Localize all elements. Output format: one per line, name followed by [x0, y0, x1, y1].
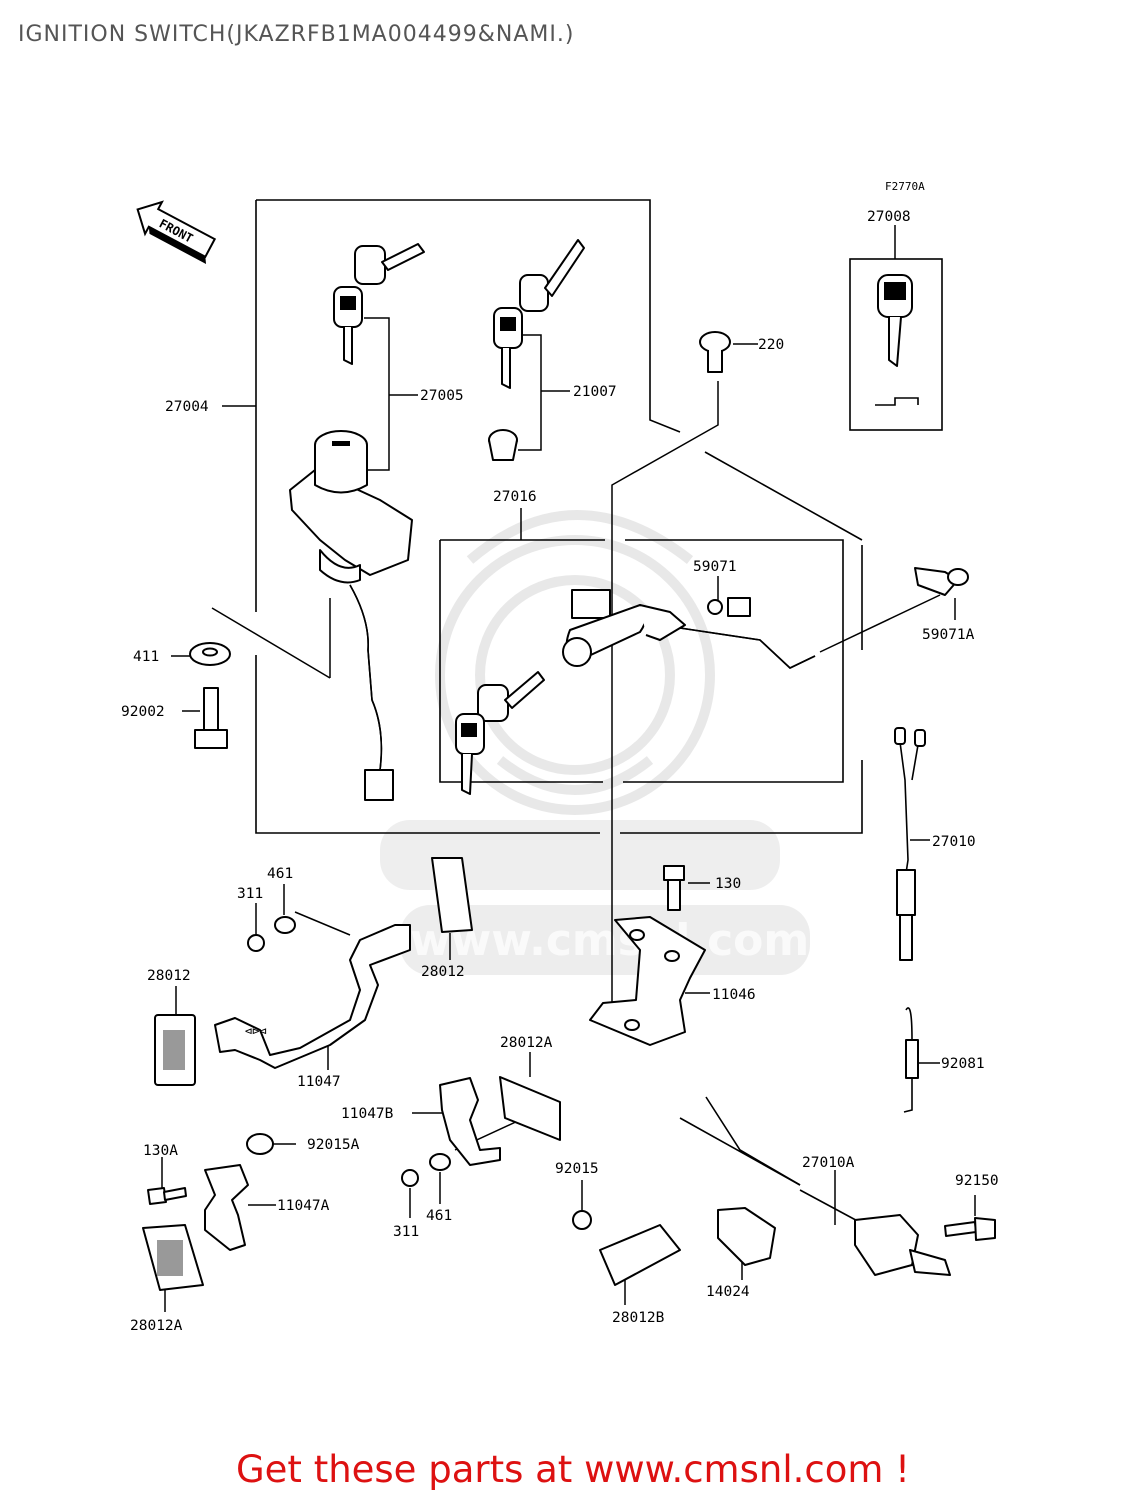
- seat-lock-27016: [562, 589, 816, 669]
- figure-code: F2770A: [885, 180, 925, 193]
- callout-11047B: 11047B: [341, 1106, 394, 1122]
- front-arrow-icon: FRONT: [136, 200, 217, 264]
- bracket-11047A: [204, 1164, 249, 1251]
- callout-92015A: 92015A: [307, 1137, 360, 1153]
- callout-11046: 11046: [712, 987, 756, 1003]
- callout-130: 130: [715, 876, 741, 892]
- washer-461-bottom: [429, 1153, 451, 1171]
- switch-27010: [894, 727, 926, 961]
- screw-220: [699, 331, 731, 373]
- bracket-mark: ⊲⊳⊲: [245, 1024, 267, 1038]
- key-set-27005: [333, 243, 425, 365]
- key-set-21007: [493, 239, 585, 389]
- reflector-28012A-bottom: [142, 1224, 204, 1291]
- switch-27010A: [679, 1096, 951, 1276]
- footer-cta-link[interactable]: Get these parts at www.cmsnl.com !: [235, 1448, 910, 1491]
- callout-92015: 92015: [555, 1161, 599, 1177]
- washer-92015A: [246, 1133, 274, 1155]
- callout-14024: 14024: [706, 1284, 750, 1300]
- callout-28012-left: 28012: [147, 968, 191, 984]
- callout-21007: 21007: [573, 384, 617, 400]
- callout-27010: 27010: [932, 834, 976, 850]
- callout-411: 411: [133, 649, 159, 665]
- spare-key-27008: [875, 274, 919, 406]
- callout-59071A: 59071A: [922, 627, 975, 643]
- callout-92150: 92150: [955, 1173, 999, 1189]
- bracket-11047: ⊲⊳⊲: [214, 924, 411, 1069]
- washer-461-top: [274, 916, 296, 934]
- frame-27016: [439, 539, 844, 783]
- relay-14024: [717, 1207, 776, 1266]
- callout-27016: 27016: [493, 489, 537, 505]
- reflector-28012-top: [431, 857, 473, 933]
- lock-cylinder-21007: [488, 429, 518, 461]
- callout-220: 220: [758, 337, 784, 353]
- washer-411: [189, 642, 231, 666]
- nut-311-bottom: [401, 1169, 419, 1187]
- callout-28012A-bottom: 28012A: [130, 1318, 183, 1334]
- callout-27004: 27004: [165, 399, 209, 415]
- callout-59071: 59071: [693, 559, 737, 575]
- callout-27008: 27008: [867, 209, 911, 225]
- cap-59071A: [914, 567, 969, 596]
- callout-27010A: 27010A: [802, 1155, 855, 1171]
- callout-130A: 130A: [143, 1143, 178, 1159]
- watermark-text: www.cmsnl.com: [410, 915, 809, 966]
- callout-11047: 11047: [297, 1074, 341, 1090]
- page-title: IGNITION SWITCH(JKAZRFB1MA004499&NAMI.): [18, 22, 575, 47]
- callout-461-bottom: 461: [426, 1208, 452, 1224]
- reflector-28012-left: [154, 1014, 196, 1086]
- key-set-27016: [455, 671, 545, 795]
- callout-27005: 27005: [420, 388, 464, 404]
- bolt-130A: [147, 1187, 187, 1205]
- frame-27008: [849, 258, 943, 431]
- screw-92150: [944, 1217, 996, 1241]
- callout-28012B: 28012B: [612, 1310, 665, 1326]
- clip-59071: [707, 597, 751, 617]
- callout-92002: 92002: [121, 704, 165, 720]
- nut-92015: [572, 1210, 592, 1230]
- reflector-28012A-mid: [499, 1076, 561, 1141]
- bolt-92002: [194, 687, 228, 749]
- bracket-11046: [589, 916, 706, 1046]
- callout-461-top: 461: [267, 866, 293, 882]
- reflector-28012B: [599, 1224, 681, 1286]
- spring-92081: [903, 1007, 919, 1113]
- callout-311-top: 311: [237, 886, 263, 902]
- leader-lines: [161, 225, 976, 1312]
- callout-92081: 92081: [941, 1056, 985, 1072]
- bracket-11047B: [439, 1077, 501, 1166]
- callout-11047A: 11047A: [277, 1198, 330, 1214]
- callout-311-bottom: 311: [393, 1224, 419, 1240]
- bolt-130: [663, 865, 685, 911]
- ignition-switch-27004: [289, 430, 413, 801]
- nut-311-top: [247, 934, 265, 952]
- callout-28012A-mid: 28012A: [500, 1035, 553, 1051]
- callout-28012-top: 28012: [421, 964, 465, 980]
